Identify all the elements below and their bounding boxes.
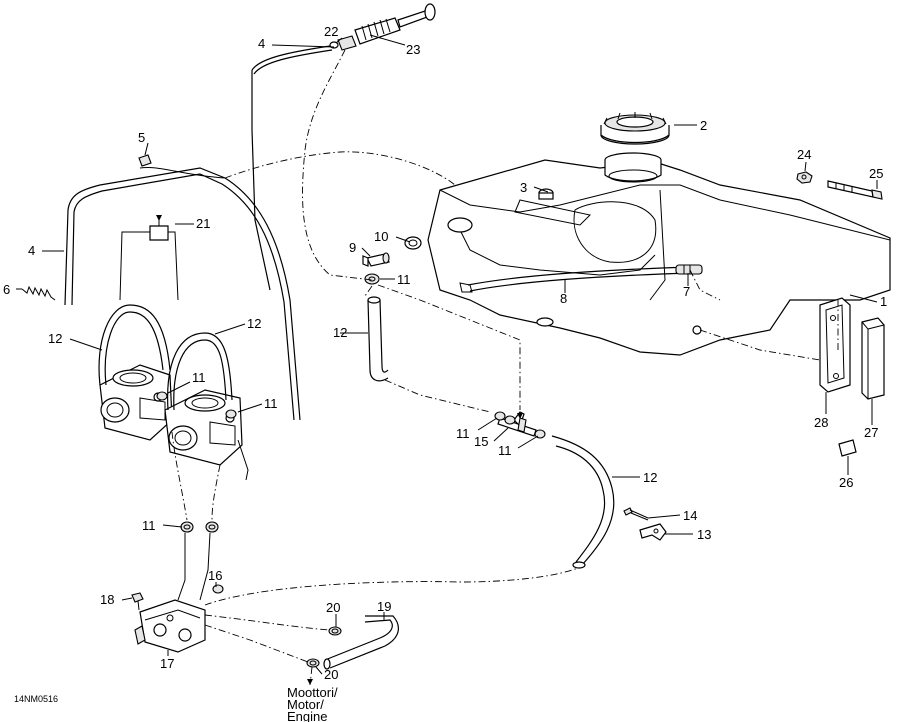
callout-21: 21	[196, 216, 210, 231]
callout-10: 10	[374, 229, 388, 244]
carburetor-left	[99, 364, 173, 441]
tank-nut	[796, 171, 813, 184]
hose-clamp-20-bottom	[306, 658, 320, 668]
engine-note-line-1: Moottori/	[287, 685, 338, 700]
diagram-code: 14NM0516	[14, 694, 58, 704]
cable-end-5	[138, 154, 152, 167]
hose-clamp-20-top	[328, 626, 342, 636]
throttle-cable	[64, 166, 301, 421]
hose-clamp-11-left	[494, 411, 516, 425]
leader-lines	[16, 34, 878, 675]
fuel-pump	[134, 599, 206, 653]
tank-strap-bracket	[819, 297, 851, 393]
callout-8: 8	[560, 291, 567, 306]
routing-lines	[171, 49, 839, 686]
hose-clip	[639, 523, 667, 541]
callout-16: 16	[208, 568, 222, 583]
carburetor-vent-hose-right	[167, 332, 233, 411]
callout-12-carb-right: 12	[247, 316, 261, 331]
callouts: 1 2 3 4 4 5 6 7 8 9 10 11 11 11 11 11 11…	[3, 24, 887, 682]
primer-pump	[329, 3, 436, 51]
callout-14: 14	[683, 508, 697, 523]
callout-11-fitting: 11	[397, 272, 411, 287]
callout-26: 26	[839, 475, 853, 490]
tank-grommet	[404, 236, 422, 250]
hose-clamp-11-top	[364, 273, 380, 285]
callout-23: 23	[406, 42, 420, 57]
callout-11-carb-right: 11	[264, 396, 278, 411]
callout-17: 17	[160, 656, 174, 671]
callout-11-tee-right: 11	[498, 443, 512, 458]
hose-clamp-11-carb-right	[225, 409, 237, 419]
hose-clamp-11-bottom-right	[205, 521, 219, 533]
impulse-hose	[323, 615, 399, 670]
arrow-marks	[156, 215, 523, 685]
carburetor-right	[164, 389, 249, 481]
engine-note-line-3: Engine	[287, 709, 327, 722]
clip	[838, 439, 857, 457]
callout-18: 18	[100, 592, 114, 607]
choke-cable-top	[251, 45, 333, 291]
callout-22: 22	[324, 24, 338, 39]
callout-12-right: 12	[643, 470, 657, 485]
fuel-pickup-tube	[459, 266, 691, 293]
fuel-hose-12-right	[551, 435, 615, 569]
callout-6: 6	[3, 282, 10, 297]
callout-1: 1	[880, 294, 887, 309]
callout-2: 2	[700, 118, 707, 133]
callout-4-top: 4	[258, 36, 265, 51]
fuel-hose-12-middle	[367, 296, 389, 382]
hose-clamp-11-bottom-left	[180, 521, 194, 533]
vent-hose-21	[119, 215, 179, 301]
tank-vent-fitting	[538, 188, 554, 200]
callout-9: 9	[349, 240, 356, 255]
hose-clamp-11-carb-left	[156, 391, 168, 401]
callout-19: 19	[377, 599, 391, 614]
callout-11-bottom: 11	[142, 518, 156, 533]
callout-15: 15	[474, 434, 488, 449]
fuel-cap	[600, 112, 670, 145]
callout-24: 24	[797, 147, 811, 162]
callout-25: 25	[869, 166, 883, 181]
callout-4-left: 4	[28, 243, 35, 258]
callout-13: 13	[697, 527, 711, 542]
callout-20-top: 20	[326, 600, 340, 615]
fuel-outlet-fitting	[675, 264, 703, 275]
callout-12-middle: 12	[333, 325, 347, 340]
callout-11-tee-left: 11	[456, 426, 470, 441]
callout-12-carb-left: 12	[48, 331, 62, 346]
hose-clamp-16	[212, 584, 224, 594]
vent-valve	[362, 252, 390, 267]
callout-27: 27	[864, 425, 878, 440]
callout-7: 7	[683, 284, 690, 299]
tank-strap-pad	[861, 317, 885, 400]
callout-3: 3	[520, 180, 527, 195]
spring	[21, 285, 56, 301]
fuel-tank	[427, 152, 891, 356]
callout-28: 28	[814, 415, 828, 430]
engine-note: Moottori/ Motor/ Engine	[287, 685, 338, 722]
fuel-lines-to-pump	[177, 532, 211, 601]
pump-screw-18	[131, 592, 144, 611]
tank-bolt	[827, 180, 883, 200]
callout-20-bottom: 20	[324, 667, 338, 682]
callout-5: 5	[138, 130, 145, 145]
screw	[623, 507, 649, 521]
callout-11-carb-left: 11	[192, 370, 206, 385]
engine-note-line-2: Motor/	[287, 697, 324, 712]
